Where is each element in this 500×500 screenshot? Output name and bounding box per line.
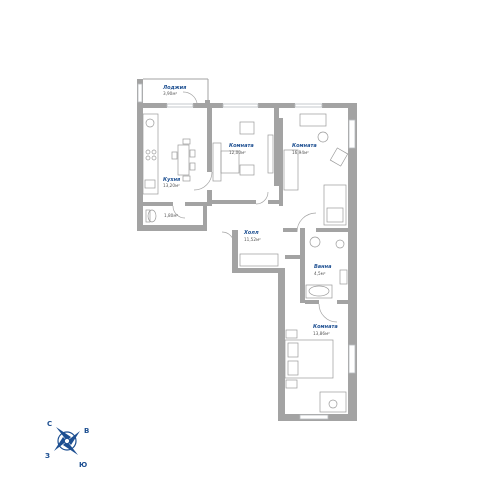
furniture [142,113,349,413]
room-name-room2: Комната [292,143,317,149]
bed [323,184,347,226]
room-name-loggia: Лоджия [162,85,187,91]
room-labels: Лоджия 3,90м² Кухня 13,20м² 1,80м² Комна… [162,85,338,336]
doors [172,91,338,323]
room-area-bath: 4,5м² [314,271,326,276]
stove-icon [145,149,157,161]
sink-icon [144,179,156,189]
loggia-railing [143,78,210,105]
interior-walls [143,108,348,304]
room-name-room3: Комната [313,324,338,330]
room-area-toilet: 1,80м² [164,213,178,218]
sofa [212,142,222,182]
room-name-room1: Комната [229,143,254,149]
washbasin-icon [309,236,321,248]
wardrobe [283,149,299,191]
armchair-2 [329,147,349,167]
room-name-kitchen: Кухня [163,177,181,183]
armchair [239,121,255,135]
compass-south: Ю [79,461,87,469]
hall-wardrobe [239,253,279,267]
room-area-loggia: 3,90м² [163,91,177,96]
kitchen-counter [142,113,159,195]
compass-east: В [84,427,89,435]
room3-desk [319,391,347,413]
toilet-bowl-icon [147,209,157,223]
compass-rose-icon: С В З Ю [45,420,89,469]
extractor-icon [145,118,155,128]
room-name-hall: Холл [243,230,259,236]
compass-west: З [45,452,50,460]
dining-table [177,144,190,176]
room-area-kitchen: 13,20м² [163,183,180,188]
coffee-table [239,164,255,176]
room-area-room3: 13,86м² [313,331,330,336]
room-area-hall: 11,52м² [244,237,261,242]
double-bed [284,339,334,379]
room-name-bath: Ванна [314,264,332,270]
outer-walls [137,79,357,421]
windows [137,83,356,420]
bathtub [305,284,333,299]
desk [299,113,327,127]
room-area-room2: 16,94м² [292,150,309,155]
room-area-room1: 12,00м² [229,150,246,155]
tv-stand [267,134,274,174]
compass-north: С [47,420,52,428]
